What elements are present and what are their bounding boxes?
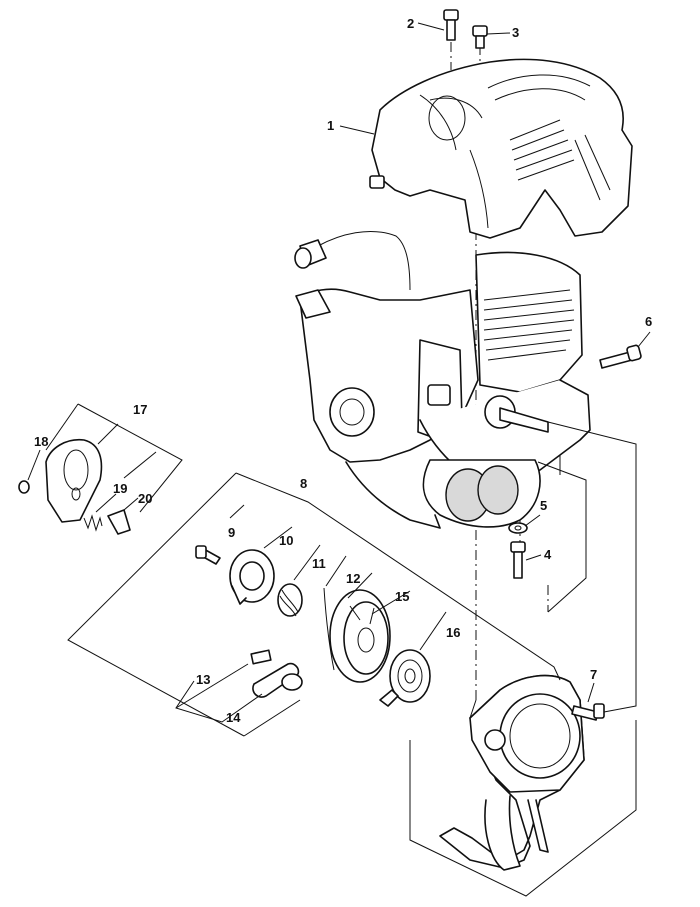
callout-9: 9 [228, 525, 235, 540]
callout-10: 10 [279, 533, 293, 548]
handle-insert-13-part [250, 649, 272, 665]
callout-14: 14 [226, 710, 241, 725]
callout-5: 5 [540, 498, 547, 513]
leader-lines [27, 22, 651, 897]
callout-20: 20 [138, 491, 152, 506]
engine-cover-part [369, 58, 633, 239]
callout-3: 3 [512, 25, 519, 40]
pulley-10-part [229, 549, 275, 605]
clip-18-part [18, 480, 30, 494]
callout-19: 19 [113, 481, 127, 496]
callout-8: 8 [300, 476, 307, 491]
callout-4: 4 [544, 547, 552, 562]
callout-labels: 1 2 3 4 5 6 7 8 9 10 11 12 13 14 15 16 1… [34, 16, 652, 725]
spring-19-part [83, 514, 103, 532]
screw-9-part [195, 545, 221, 565]
callout-15: 15 [395, 589, 409, 604]
washer-5-part [508, 522, 528, 534]
callout-13: 13 [196, 672, 210, 687]
callout-11: 11 [312, 556, 326, 571]
engine-assembly [294, 230, 591, 529]
pawl-20-part [107, 509, 131, 535]
callout-18: 18 [34, 434, 48, 449]
bolt-4-part [510, 541, 526, 579]
callout-12: 12 [346, 571, 360, 586]
screw-7-part [571, 703, 605, 721]
rope-12-part [323, 587, 335, 671]
spring-11-part [277, 583, 303, 617]
rewind-spring-16-part [379, 649, 431, 707]
bolt-6-part [599, 344, 642, 369]
screw-3-part [472, 25, 488, 49]
callout-1: 1 [327, 118, 334, 133]
callout-17: 17 [133, 402, 147, 417]
callout-16: 16 [446, 625, 460, 640]
callout-2: 2 [407, 16, 414, 31]
rope-rotor-15-part [329, 589, 391, 683]
starter-housing-part [439, 674, 585, 871]
callout-6: 6 [645, 314, 652, 329]
callout-7: 7 [590, 667, 597, 682]
starter-grip-14-part [252, 662, 303, 698]
screw-2-part [443, 9, 459, 41]
cover-17-part [45, 438, 103, 523]
